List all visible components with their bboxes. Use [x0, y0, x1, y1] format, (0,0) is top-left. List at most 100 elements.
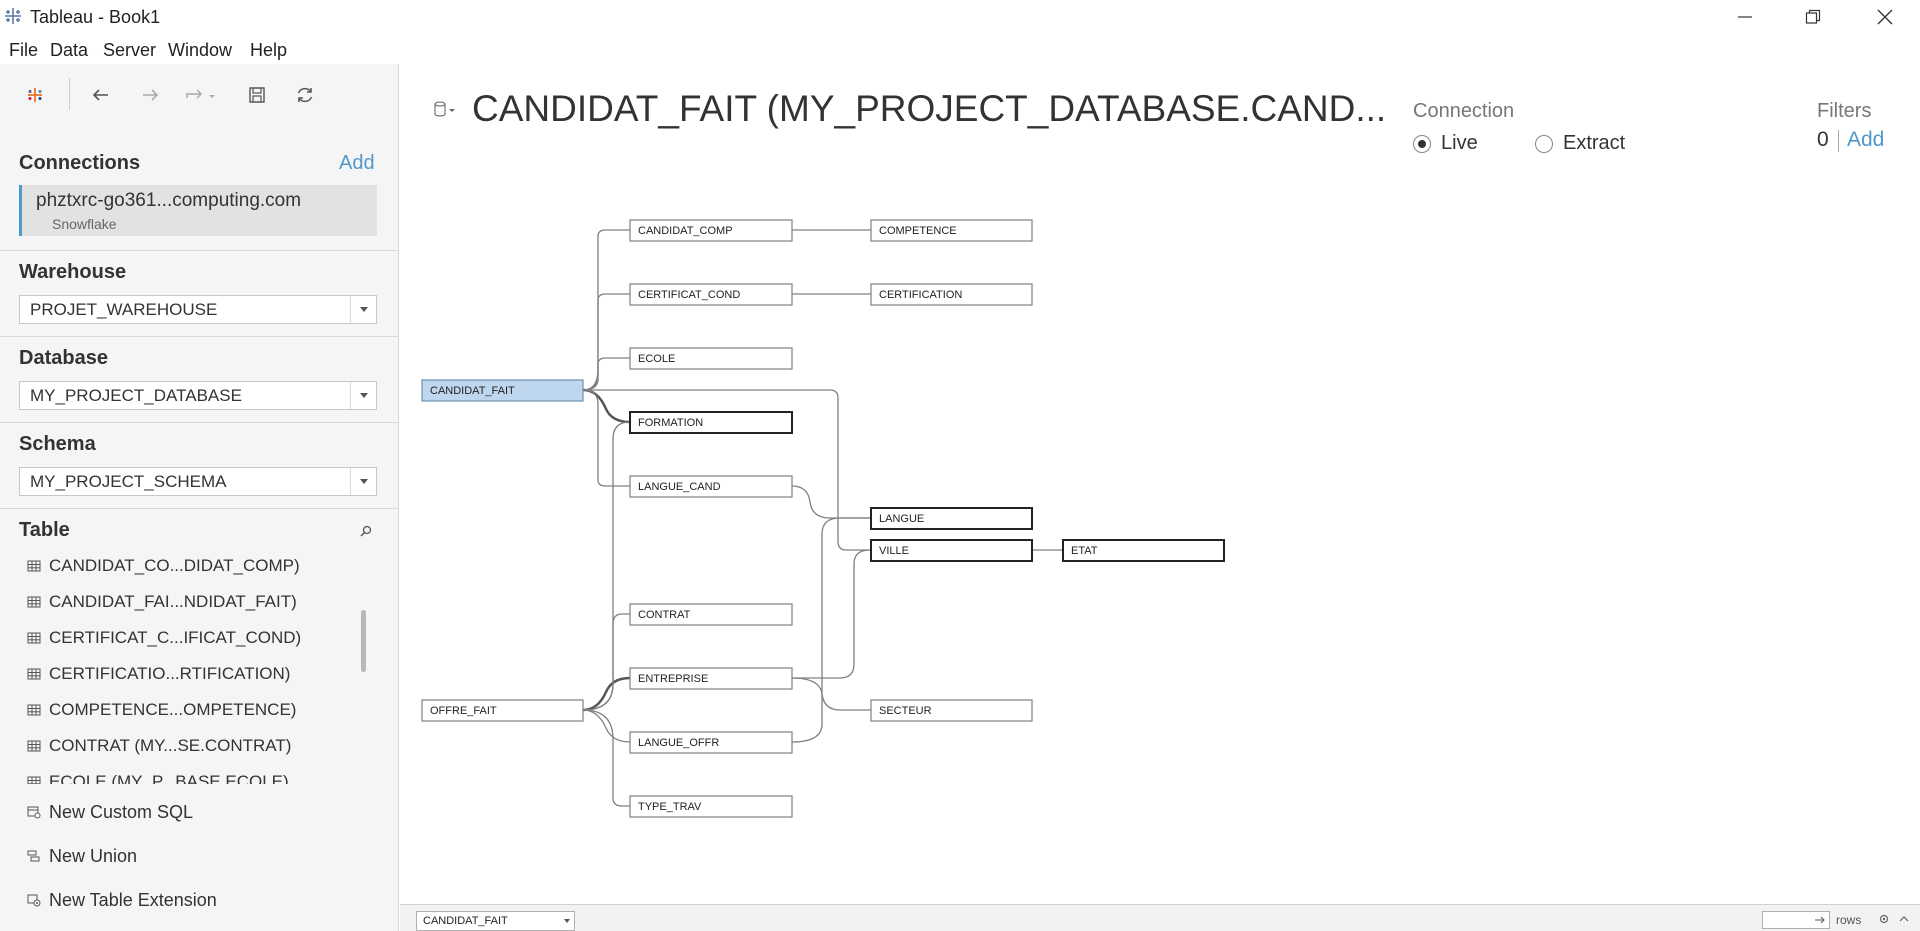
table-name: CANDIDAT_FAI...NDIDAT_FAIT): [49, 592, 297, 611]
warehouse-dropdown[interactable]: PROJET_WAREHOUSE: [19, 295, 377, 324]
extract-label: Extract: [1563, 132, 1626, 154]
table-node-label: FORMATION: [638, 417, 703, 429]
menu-help[interactable]: Help: [250, 40, 288, 60]
table-node-certificat-cond[interactable]: CERTIFICAT_COND: [629, 283, 793, 306]
chevron-down-icon: [350, 382, 376, 409]
connection-name: phztxrc-go361...computing.com: [36, 190, 302, 211]
chevron-down-icon: [350, 296, 376, 323]
window-title: Tableau - Book1: [30, 7, 161, 27]
table-name: CERTIFICAT_C...IFICAT_COND): [49, 628, 302, 647]
connection-type-label: Connection: [1413, 100, 1515, 122]
table-list-item[interactable]: ECOLE (MY_P...BASE.ECOLE): [27, 764, 289, 784]
table-node-label: SECTEUR: [879, 705, 932, 717]
datasource-title[interactable]: CANDIDAT_FAIT (MY_PROJECT_DATABASE.CAND.…: [472, 88, 1387, 129]
table-node-label: CONTRAT: [638, 609, 691, 621]
add-connection-link[interactable]: Add: [339, 152, 375, 174]
forward-arrow-icon[interactable]: [139, 84, 161, 106]
table-node-label: LANGUE: [879, 513, 924, 525]
table-node-candidat-comp[interactable]: CANDIDAT_COMP: [629, 219, 793, 242]
new-table-extension-item[interactable]: New Table Extension: [27, 885, 217, 915]
new-table-extension-label: New Table Extension: [49, 889, 217, 910]
database-title: Database: [19, 347, 108, 369]
table-node-langue-cand[interactable]: LANGUE_CAND: [629, 475, 793, 498]
menu-data[interactable]: Data: [50, 40, 89, 60]
table-node-contrat[interactable]: CONTRAT: [629, 603, 793, 626]
table-grid-icon: [27, 596, 41, 608]
database-dropdown[interactable]: MY_PROJECT_DATABASE: [19, 381, 377, 410]
table-list-item[interactable]: COMPETENCE...OMPETENCE): [27, 692, 296, 728]
table-list-item[interactable]: CONTRAT (MY...SE.CONTRAT): [27, 728, 291, 764]
table-node-certification[interactable]: CERTIFICATION: [870, 283, 1033, 306]
table-name: COMPETENCE...OMPETENCE): [49, 700, 297, 719]
toolbar: [0, 64, 399, 124]
schema-title: Schema: [19, 433, 96, 455]
table-node-offre-fait[interactable]: OFFRE_FAIT: [421, 699, 584, 722]
minimize-button[interactable]: [1710, 0, 1780, 34]
table-node-secteur[interactable]: SECTEUR: [870, 699, 1033, 722]
section-divider: [0, 250, 399, 251]
add-filter-link[interactable]: Add: [1847, 128, 1885, 151]
table-node-competence[interactable]: COMPETENCE: [870, 219, 1033, 242]
new-custom-sql-item[interactable]: New Custom SQL: [27, 797, 193, 827]
rows-input[interactable]: [1762, 911, 1830, 929]
table-list-item[interactable]: CERTIFICAT_C...IFICAT_COND): [27, 620, 301, 656]
redo-dropdown-icon[interactable]: [184, 84, 218, 106]
table-grid-icon: [27, 776, 41, 784]
save-icon[interactable]: [246, 84, 268, 106]
table-node-label: LANGUE_CAND: [638, 481, 721, 493]
table-list-item[interactable]: CERTIFICATIO...RTIFICATION): [27, 656, 290, 692]
menu-server[interactable]: Server: [103, 40, 157, 60]
tableau-home-icon[interactable]: [24, 84, 46, 106]
refresh-icon[interactable]: [294, 84, 316, 106]
table-node-type-trav[interactable]: TYPE_TRAV: [629, 795, 793, 818]
table-node-etat[interactable]: ETAT: [1062, 539, 1225, 562]
connection-type: Snowflake: [52, 216, 117, 232]
table-node-ville[interactable]: VILLE: [870, 539, 1033, 562]
table-node-label: CANDIDAT_COMP: [638, 225, 733, 237]
table-name: CERTIFICATIO...RTIFICATION): [49, 664, 291, 683]
warehouse-value: PROJET_WAREHOUSE: [30, 300, 218, 319]
table-list-item[interactable]: CANDIDAT_FAI...NDIDAT_FAIT): [27, 584, 297, 620]
table-list-item[interactable]: CANDIDAT_CO...DIDAT_COMP): [27, 548, 300, 584]
table-node-ecole[interactable]: ECOLE: [629, 347, 793, 370]
chevron-up-icon[interactable]: [1898, 913, 1910, 925]
section-divider: [0, 422, 399, 423]
table-node-langue[interactable]: LANGUE: [870, 507, 1033, 530]
table-extension-icon: [27, 894, 41, 907]
table-grid-icon: [27, 560, 41, 572]
table-node-entreprise[interactable]: ENTREPRISE: [629, 667, 793, 690]
data-source-canvas-area: CANDIDAT_FAIT (MY_PROJECT_DATABASE.CAND.…: [400, 64, 1920, 904]
new-custom-sql-label: New Custom SQL: [49, 801, 194, 822]
table-node-formation[interactable]: FORMATION: [629, 411, 793, 434]
relationship-lines: [582, 229, 1063, 807]
close-button[interactable]: [1850, 0, 1920, 34]
bottom-bar: CANDIDAT_FAIT rows: [400, 904, 1920, 931]
new-union-item[interactable]: New Union: [27, 841, 137, 871]
menu-window[interactable]: Window: [168, 40, 233, 60]
section-divider: [0, 508, 399, 509]
restore-button[interactable]: [1778, 0, 1848, 34]
live-radio[interactable]: Live: [1413, 132, 1478, 155]
database-value: MY_PROJECT_DATABASE: [30, 386, 242, 405]
filters-count: 0: [1817, 128, 1829, 151]
table-node-label: ECOLE: [638, 353, 675, 365]
union-icon: [27, 850, 40, 862]
search-icon[interactable]: [359, 524, 373, 538]
radio-unselected-icon: [1535, 134, 1553, 153]
table-node-langue-offr[interactable]: LANGUE_OFFR: [629, 731, 793, 754]
new-union-label: New Union: [49, 845, 138, 866]
sheet-select-dropdown[interactable]: CANDIDAT_FAIT: [416, 911, 575, 931]
back-arrow-icon[interactable]: [90, 84, 112, 106]
schema-dropdown[interactable]: MY_PROJECT_SCHEMA: [19, 467, 377, 496]
datasource-dropdown-icon[interactable]: [433, 100, 459, 120]
table-grid-icon: [27, 740, 41, 752]
gear-icon[interactable]: [1878, 913, 1890, 925]
table-list-scrollbar[interactable]: [361, 610, 366, 672]
extract-radio[interactable]: Extract: [1535, 132, 1625, 155]
connection-item[interactable]: phztxrc-go361...computing.com Snowflake: [19, 185, 377, 236]
table-node-label: VILLE: [879, 545, 909, 557]
menu-file[interactable]: File: [9, 40, 39, 60]
table-grid-icon: [27, 668, 41, 680]
table-node-candidat-fait[interactable]: CANDIDAT_FAIT: [421, 379, 584, 402]
table-list: CANDIDAT_CO...DIDAT_COMP) CANDIDAT_FAI..…: [0, 548, 399, 784]
